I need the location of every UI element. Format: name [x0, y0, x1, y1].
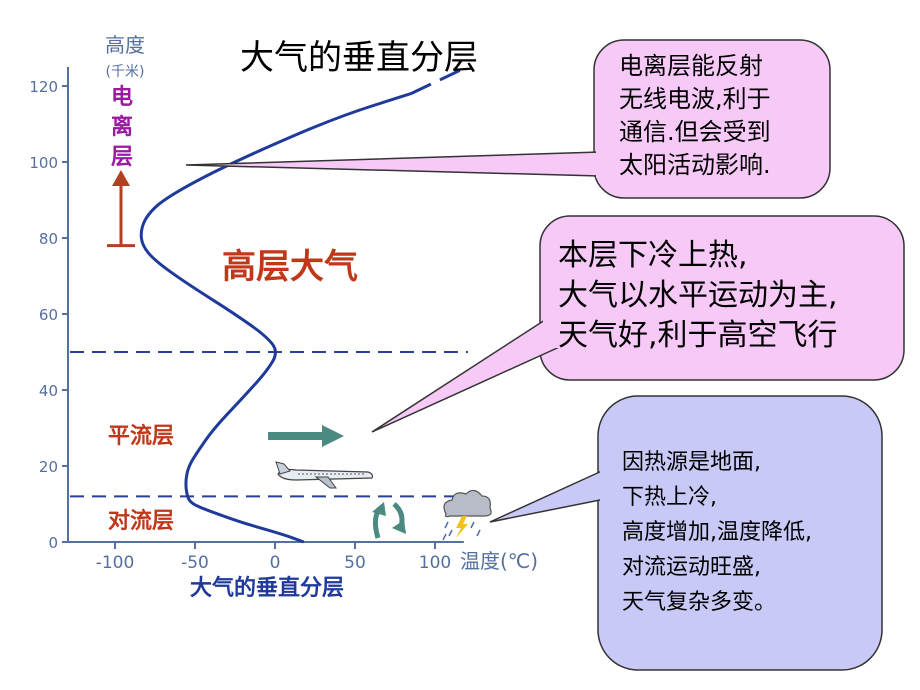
callout-stratosphere-pointer: [371, 317, 567, 433]
callout-ionosphere-line: 无线电波,利于: [619, 85, 771, 113]
x-tick-label: 0: [270, 553, 281, 573]
y-tick-label: 40: [39, 382, 58, 400]
storm-cloud-icon: [442, 489, 492, 541]
callout-stratosphere-line: 大气以水平运动为主,: [558, 278, 838, 313]
callout-troposphere-box: [597, 395, 883, 671]
y-axis-label: 高度: [105, 33, 145, 57]
callout-troposphere-pointer-mask: [600, 466, 614, 502]
callout-stratosphere-pointer-mask: [543, 314, 573, 348]
callout-ionosphere-line: 电离层能反射: [619, 52, 763, 80]
storm-cloud-rain-drop: [448, 529, 453, 537]
upper-atmosphere-label: 高层大气: [222, 247, 358, 287]
x-tick-label: -100: [96, 553, 135, 573]
callout-ionosphere-line: 通信.但会受到: [619, 118, 771, 146]
callout-troposphere-pointer: [489, 469, 611, 523]
temperature-curve: [139, 92, 412, 544]
storm-cloud-body: [443, 489, 492, 518]
icons: [268, 425, 492, 541]
callout-ionosphere-box: [593, 39, 831, 199]
callout-troposphere-line: 因热源是地面,: [622, 450, 761, 475]
callout-ionosphere-pointer-mask: [596, 150, 604, 178]
callout-ionosphere-pointer: [185, 151, 601, 177]
storm-cloud-rain-drop: [476, 529, 481, 537]
airplane-tail: [275, 461, 291, 475]
callout-troposphere-line: 对流运动旺盛,: [622, 555, 761, 580]
convection-down-arrowhead: [392, 520, 406, 534]
temperature-curve-dashed-tail: [410, 65, 468, 95]
stratosphere-label: 平流层: [108, 423, 174, 449]
axes: 0 20 40 60 80 100 120 -100 -50 0 50 100 高度 (千米) 温度(℃) 大…: [29, 33, 538, 601]
x-axis-label: 温度(℃): [460, 549, 538, 573]
x-tick-label: 100: [419, 553, 451, 573]
page-title: 大气的垂直分层: [240, 38, 478, 78]
callout-troposphere-line: 天气复杂多变。: [622, 590, 776, 615]
airplane-wing: [314, 476, 337, 489]
y-tick-label: 20: [39, 458, 58, 476]
ionosphere-label-char: 层: [111, 145, 133, 170]
x-tick-label: 50: [344, 553, 366, 573]
layer-labels: 对流层 平流层 高层大气 电离层: [107, 85, 358, 534]
storm-cloud-rain-drop: [470, 521, 475, 529]
y-tick-label: 120: [29, 78, 58, 96]
y-tick-label: 100: [29, 154, 58, 172]
circulation-arrows-icon: [372, 502, 406, 539]
callout-ionosphere-line: 太阳活动影响.: [619, 151, 771, 179]
callout-troposphere-line: 下热上冷,: [622, 485, 717, 510]
storm-cloud-rain-drop: [442, 533, 447, 541]
x-tick-label: -50: [181, 553, 209, 573]
horizontal-flow-arrowhead: [322, 425, 344, 447]
ionosphere-range-arrowhead: [112, 170, 130, 186]
temperature-curve-group: [139, 65, 468, 544]
airplane-icon: [275, 461, 374, 489]
callout-stratosphere-box: [539, 215, 905, 381]
storm-cloud-rain-drop: [444, 521, 449, 529]
storm-cloud-lightning: [456, 516, 468, 538]
callout-stratosphere-line: 天气好,利于高空飞行: [558, 318, 838, 353]
convection-up-arrowhead: [372, 502, 386, 516]
troposphere-label: 对流层: [108, 508, 174, 534]
callout-stratosphere-line: 本层下冷上热,: [558, 238, 748, 273]
y-axis-unit: (千米): [106, 64, 145, 80]
callout-troposphere-line: 高度增加,温度降低,: [622, 520, 812, 545]
ionosphere-label-char: 离: [111, 114, 133, 140]
y-tick-label: 60: [39, 306, 58, 324]
ionosphere-label-char: 电: [111, 85, 133, 110]
y-tick-label: 0: [48, 534, 58, 552]
y-tick-label: 80: [39, 230, 58, 248]
chart-caption: 大气的垂直分层: [190, 575, 344, 601]
